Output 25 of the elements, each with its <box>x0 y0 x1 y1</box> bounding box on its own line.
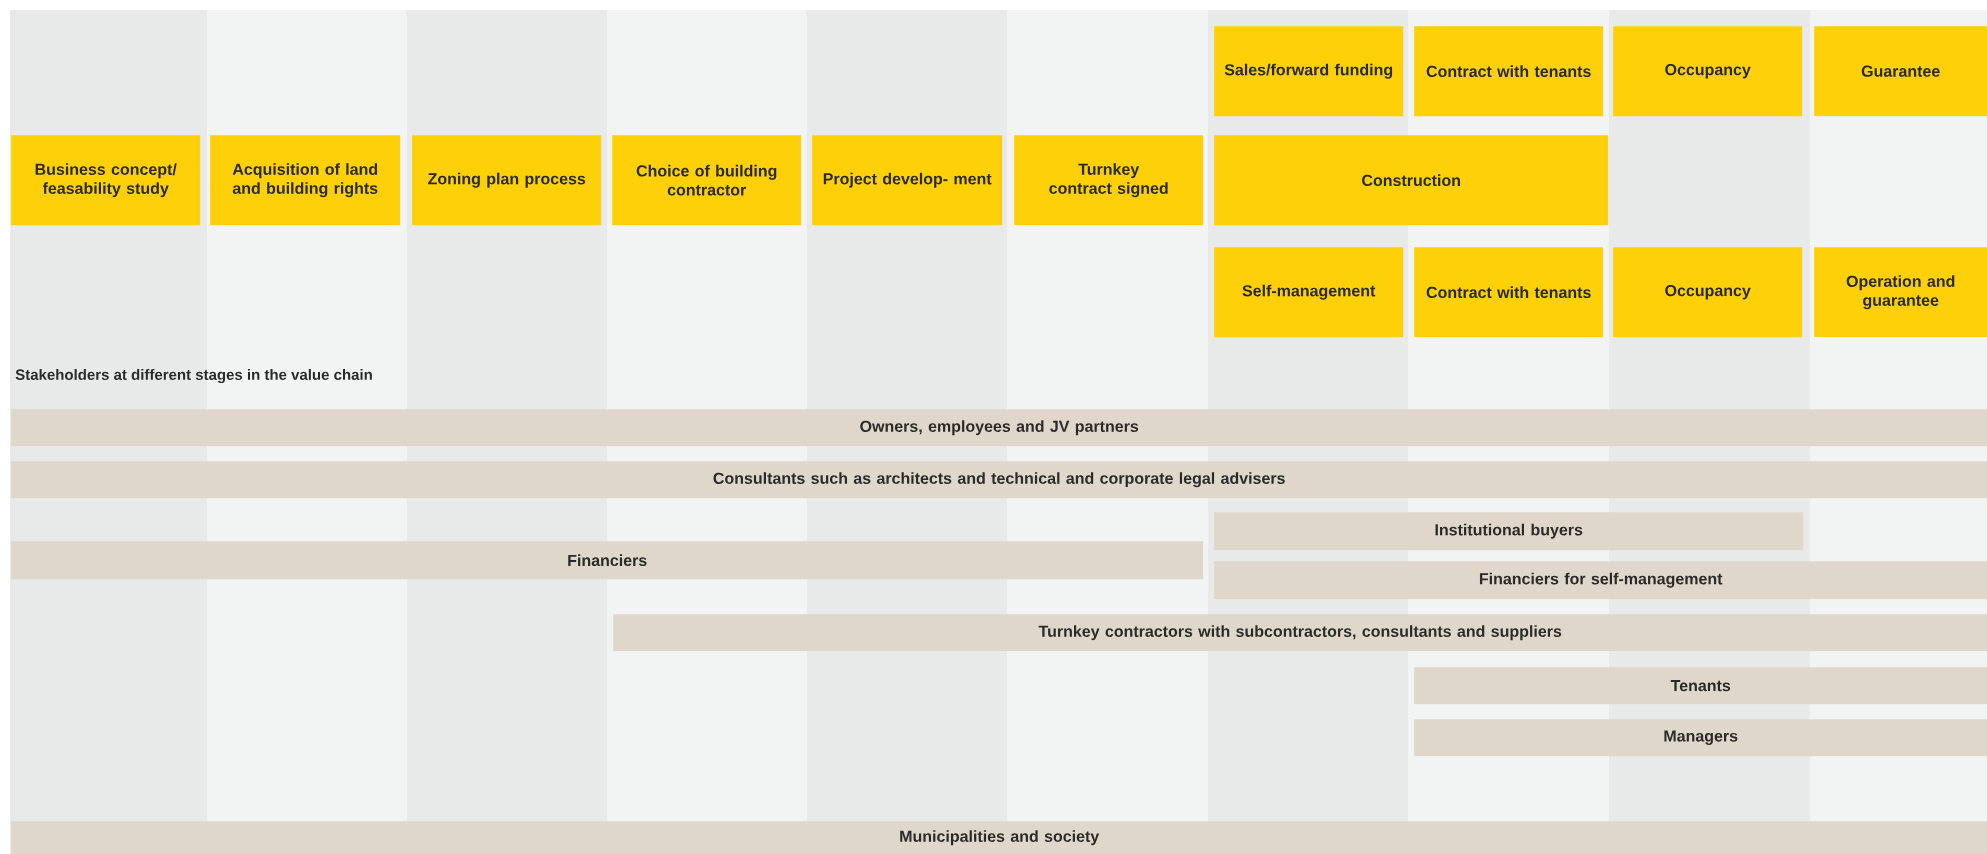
stakeholder-bar: Financiers for self-management <box>1214 561 1987 600</box>
stage-box: Self-management <box>1214 247 1404 338</box>
stage-box: Construction <box>1214 135 1609 226</box>
stage-box: Acquisition of land and building rights <box>210 135 401 226</box>
section-heading: Stakeholders at different stages in the value chain <box>15 369 372 384</box>
stakeholder-bar: Institutional buyers <box>1214 512 1804 551</box>
stage-box: Sales/forward funding <box>1214 26 1404 117</box>
stakeholder-bar: Managers <box>1414 719 1987 757</box>
stage-box: Occupancy <box>1613 26 1803 117</box>
stage-box: Contract with tenants <box>1414 247 1604 338</box>
stakeholder-bar: Owners, employees and JV partners <box>11 409 1987 447</box>
stage-box: Project develop- ment <box>812 135 1003 226</box>
stakeholder-bar: Consultants such as architects and technical and corporate legal advisers <box>11 461 1987 499</box>
stakeholder-bar: Tenants <box>1414 667 1987 705</box>
stage-box: Guarantee <box>1814 26 1987 117</box>
stage-box: Turnkey contract signed <box>1014 135 1204 226</box>
stage-box: Operation and guarantee <box>1814 247 1987 338</box>
stakeholder-bar: Financiers <box>11 541 1204 580</box>
stakeholder-bar: Municipalities and society <box>11 821 1987 854</box>
stakeholder-bar: Turnkey contractors with subcontractors, consultants and suppliers <box>613 614 1987 652</box>
stage-box: Occupancy <box>1613 247 1803 338</box>
stage-box: Choice of building contractor <box>612 135 802 226</box>
stage-box: Zoning plan process <box>412 135 602 226</box>
stage-box: Contract with tenants <box>1414 26 1604 117</box>
stage-box: Business concept/ feasability study <box>11 135 201 226</box>
